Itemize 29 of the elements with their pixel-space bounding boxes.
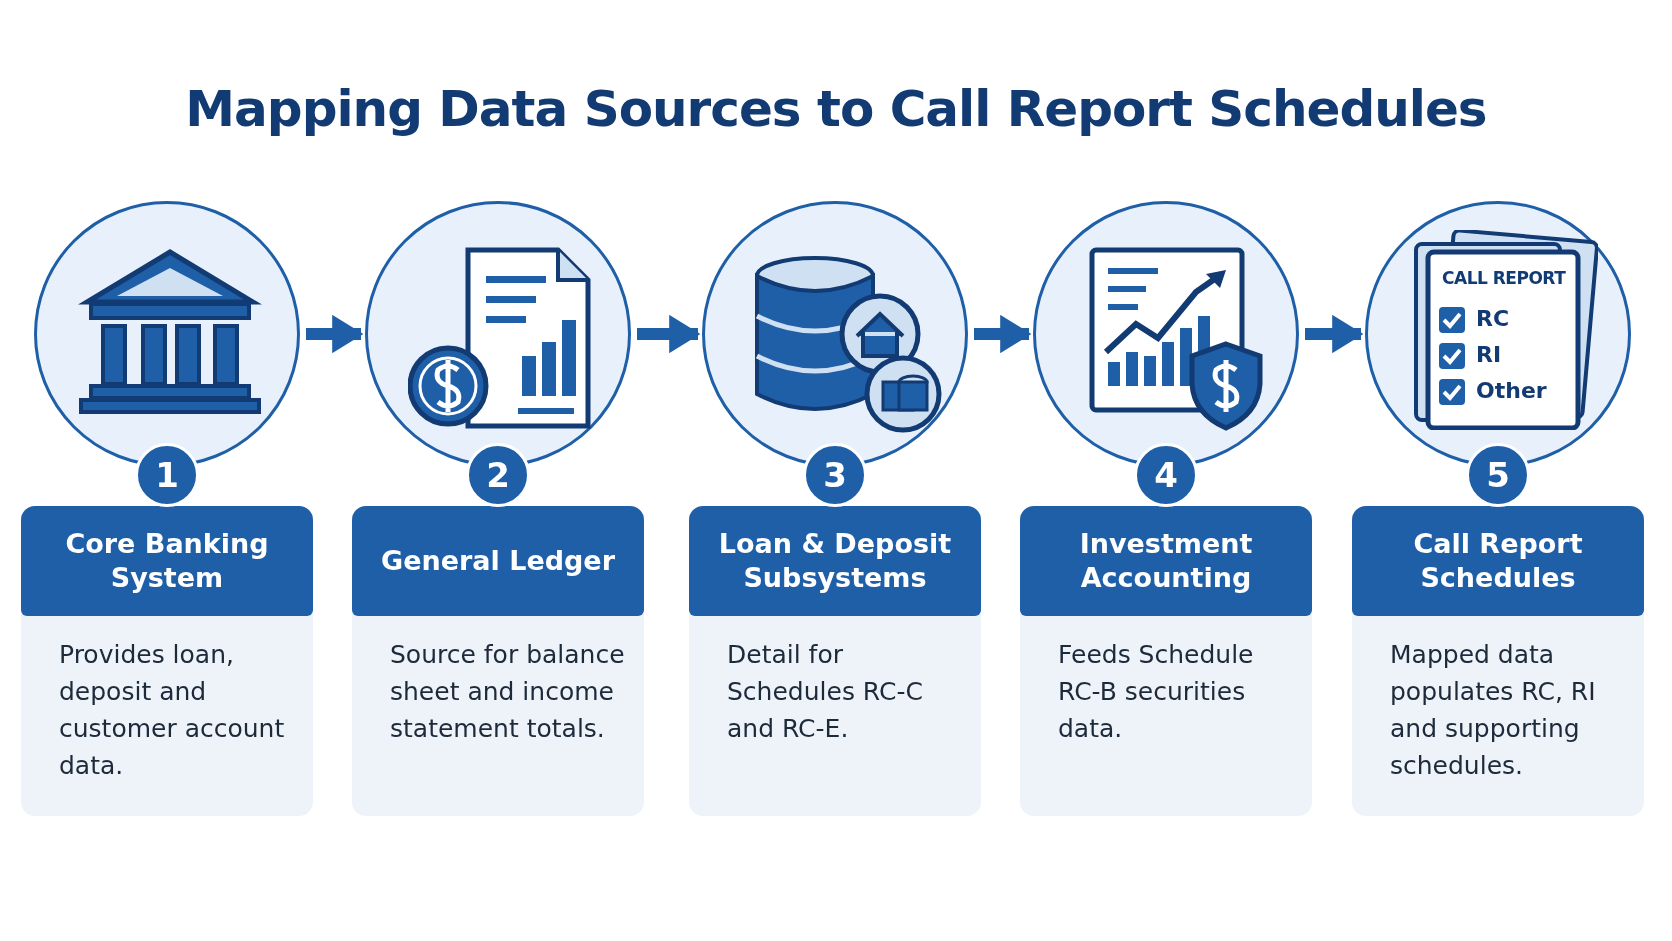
card-header: Loan & Deposit Subsystems (689, 506, 981, 616)
step-card (689, 506, 981, 816)
card-header: Core Banking System (21, 506, 313, 616)
step-card (1352, 506, 1644, 816)
arrow (306, 314, 364, 354)
checklist-item: RC (1476, 306, 1510, 331)
card-description: Source for balance sheet and income statement totals. (390, 639, 626, 745)
arrow (1305, 314, 1364, 354)
step-number: 2 (466, 443, 530, 507)
step-number: 1 (135, 443, 199, 507)
arrow (637, 314, 701, 354)
card-header: Call Report Schedules (1352, 506, 1644, 616)
step-number: 4 (1134, 443, 1198, 507)
step-number: 3 (803, 443, 867, 507)
checklist-item: Other (1476, 378, 1547, 403)
step-card (352, 506, 644, 816)
arrow (974, 314, 1032, 354)
card-header: General Ledger (352, 506, 644, 616)
report-heading: CALL REPORT (1442, 268, 1566, 288)
card-description: Detail for Schedules RC-C and RC-E. (727, 639, 924, 745)
checklist-item: RI (1476, 342, 1502, 367)
step-card (21, 506, 313, 816)
card-header: Investment Accounting (1020, 506, 1312, 616)
title: Mapping Data Sources to Call Report Schedules (184, 80, 1488, 138)
step-card (1020, 506, 1312, 816)
step-number: 5 (1466, 443, 1530, 507)
card-description: Provides loan, deposit and customer account data. (59, 639, 286, 782)
card-description: Feeds Schedule RC-B securities data. (1058, 639, 1255, 745)
card-description: Mapped data populates RC, RI and supporting schedules. (1390, 639, 1597, 782)
